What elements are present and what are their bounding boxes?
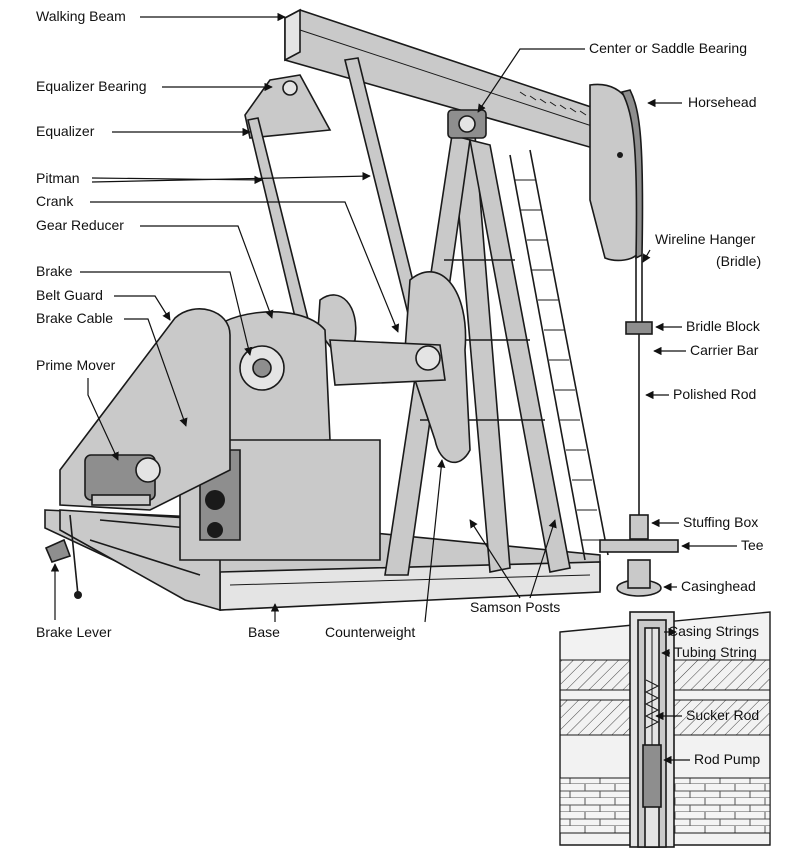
- label-bridle-block: Bridle Block: [686, 318, 761, 334]
- brake-lever: [44, 514, 82, 599]
- label-equalizer: Equalizer: [36, 123, 95, 139]
- labels: Walking Beam Equalizer Bearing Equalizer…: [36, 8, 764, 767]
- prime-mover: [84, 454, 161, 506]
- label-counterweight: Counterweight: [325, 624, 415, 640]
- label-belt-guard: Belt Guard: [36, 287, 103, 303]
- label-brake-cable: Brake Cable: [36, 310, 113, 326]
- label-gear-reducer: Gear Reducer: [36, 217, 124, 233]
- label-stuffing-box: Stuffing Box: [683, 514, 758, 530]
- label-tubing-string: Tubing String: [674, 644, 757, 660]
- label-prime-mover: Prime Mover: [36, 357, 116, 373]
- center-bearing: [447, 109, 487, 139]
- wellbore-section: [559, 611, 771, 848]
- label-horsehead: Horsehead: [688, 94, 757, 110]
- label-bridle: (Bridle): [716, 253, 761, 269]
- label-samson-posts: Samson Posts: [470, 599, 560, 615]
- label-tee: Tee: [741, 537, 764, 553]
- horsehead: [589, 83, 644, 262]
- pitman-arms: [247, 57, 431, 356]
- label-equalizer-bearing: Equalizer Bearing: [36, 78, 147, 94]
- label-pitman: Pitman: [36, 170, 80, 186]
- label-center-bearing: Center or Saddle Bearing: [589, 40, 747, 56]
- label-brake: Brake: [36, 263, 73, 279]
- crank-arm: [329, 339, 446, 386]
- label-walking-beam: Walking Beam: [36, 8, 126, 24]
- label-polished-rod: Polished Rod: [673, 386, 756, 402]
- walking-beam: [284, 8, 601, 152]
- label-rod-pump: Rod Pump: [694, 751, 760, 767]
- label-wireline-hanger: Wireline Hanger: [655, 231, 756, 247]
- label-base: Base: [248, 624, 280, 640]
- label-casinghead: Casinghead: [681, 578, 756, 594]
- label-brake-lever: Brake Lever: [36, 624, 112, 640]
- polished-rod-assembly: [599, 255, 679, 597]
- label-sucker-rod: Sucker Rod: [686, 707, 759, 723]
- label-crank: Crank: [36, 193, 74, 209]
- ladder: [509, 149, 609, 561]
- label-casing-strings: Casing Strings: [668, 623, 759, 639]
- label-carrier-bar: Carrier Bar: [690, 342, 759, 358]
